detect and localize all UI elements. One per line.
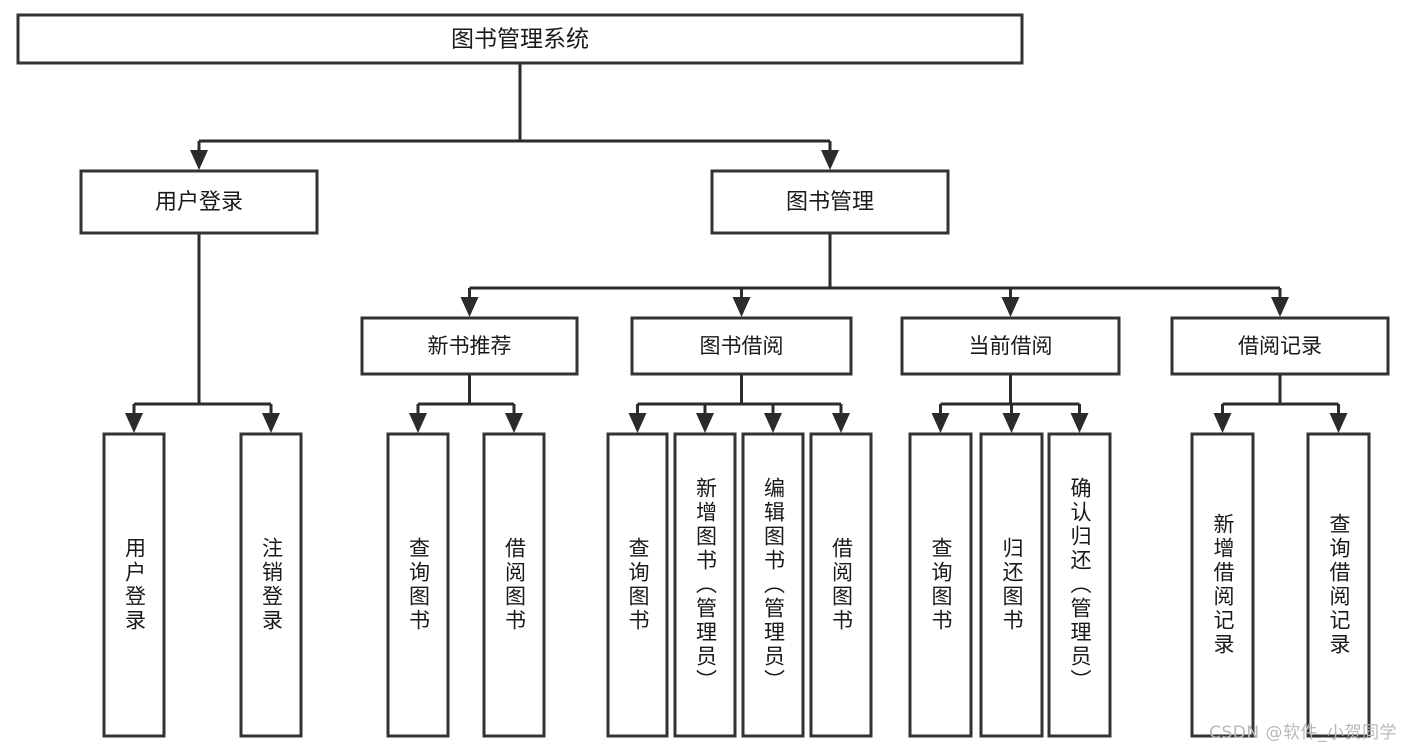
node-rect — [809, 432, 873, 738]
arrow-head-icon — [696, 413, 714, 433]
node-l3-new-book-recommend[interactable]: 新书推荐 — [360, 316, 579, 376]
arrow-head-icon — [732, 297, 751, 317]
node-l2-book-manage[interactable]: 图书管理 — [710, 169, 950, 235]
node-rect — [1047, 432, 1112, 738]
node-rect — [673, 432, 737, 738]
node-rect — [741, 432, 805, 738]
arrow-head-icon — [190, 150, 208, 170]
node-label: 图书管理 — [786, 190, 874, 215]
node-leaf-leaf-add-book[interactable] — [673, 432, 737, 738]
arrow-head-icon — [1070, 413, 1089, 433]
arrow-head-icon — [821, 150, 839, 170]
node-rect — [482, 432, 546, 738]
node-leaf-leaf-logout[interactable] — [239, 432, 303, 738]
node-leaf-leaf-query-record[interactable] — [1306, 432, 1371, 738]
node-leaf-leaf-query-book-3[interactable] — [908, 432, 973, 738]
arrow-head-icon — [460, 297, 479, 317]
arrow-head-icon — [1002, 413, 1021, 433]
node-leaf-leaf-query-book-1[interactable] — [386, 432, 450, 738]
node-l3-borrow-record[interactable]: 借阅记录 — [1170, 316, 1390, 376]
node-l3-current-borrow[interactable]: 当前借阅 — [900, 316, 1121, 376]
arrow-head-icon — [1001, 297, 1020, 317]
node-leaf-leaf-return-book[interactable] — [979, 432, 1044, 738]
arrow-head-icon — [628, 413, 647, 433]
node-label: 用户登录 — [155, 190, 243, 215]
node-rect — [1306, 432, 1371, 738]
node-label: 图书管理系统 — [451, 27, 589, 53]
node-rect — [979, 432, 1044, 738]
node-root-root[interactable]: 图书管理系统 — [16, 13, 1024, 65]
node-label: 新书推荐 — [428, 334, 512, 358]
node-leaf-leaf-confirm-return[interactable] — [1047, 432, 1112, 738]
node-label: 图书借阅 — [700, 334, 784, 358]
arrow-head-icon — [1213, 413, 1232, 433]
node-rect — [710, 169, 950, 235]
node-rect — [1170, 316, 1390, 376]
node-leaf-leaf-borrow-book-2[interactable] — [809, 432, 873, 738]
node-leaf-leaf-user-login[interactable] — [102, 432, 166, 738]
node-rect — [386, 432, 450, 738]
connector-layer — [125, 63, 1348, 433]
arrow-head-icon — [505, 413, 523, 433]
node-rect — [900, 316, 1121, 376]
node-rect — [239, 432, 303, 738]
node-leaf-leaf-add-record[interactable] — [1190, 432, 1255, 738]
node-rect — [908, 432, 973, 738]
arrow-head-icon — [262, 413, 280, 433]
node-l2-user-login[interactable]: 用户登录 — [79, 169, 319, 235]
node-rect — [606, 432, 669, 738]
node-leaf-leaf-borrow-book-1[interactable] — [482, 432, 546, 738]
node-rect — [102, 432, 166, 738]
arrow-head-icon — [832, 413, 850, 433]
node-rect — [16, 13, 1024, 65]
arrow-head-icon — [409, 413, 427, 433]
node-label: 当前借阅 — [969, 334, 1053, 358]
arrow-head-icon — [1271, 297, 1289, 317]
node-rect — [1190, 432, 1255, 738]
arrow-head-icon — [931, 413, 950, 433]
watermark-text: CSDN @软件_小贺同学 — [1209, 723, 1397, 743]
node-label: 借阅记录 — [1238, 334, 1322, 358]
node-leaf-leaf-edit-book[interactable] — [741, 432, 805, 738]
node-l3-book-borrow[interactable]: 图书借阅 — [630, 316, 853, 376]
arrow-head-icon — [764, 413, 782, 433]
node-rect — [79, 169, 319, 235]
node-leaf-leaf-query-book-2[interactable] — [606, 432, 669, 738]
node-rect — [360, 316, 579, 376]
node-rect — [630, 316, 853, 376]
arrow-head-icon — [1329, 413, 1348, 433]
arrow-head-icon — [125, 413, 143, 433]
